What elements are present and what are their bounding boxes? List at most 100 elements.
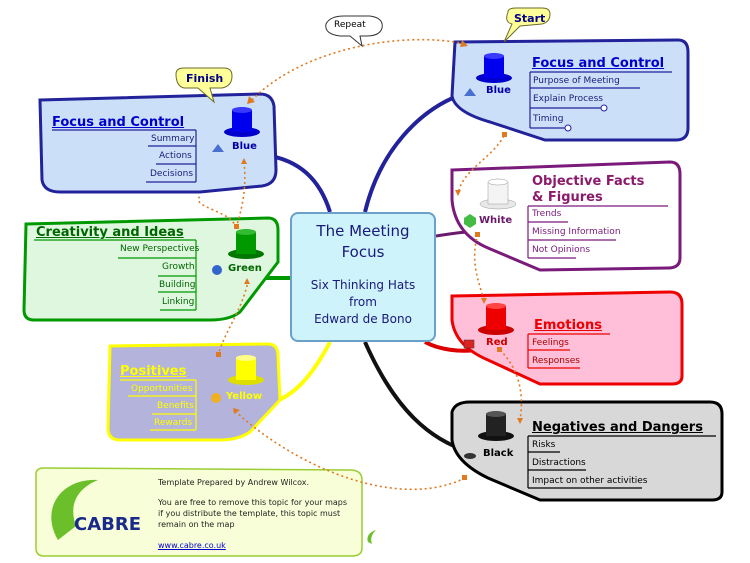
timing-expand-icon-2[interactable]: [564, 124, 572, 132]
list-item[interactable]: New Perspectives: [120, 244, 200, 254]
yellow-hat-label: Yellow: [226, 391, 263, 402]
green-hat-label: Green: [228, 263, 262, 274]
list-item[interactable]: Growth: [162, 262, 195, 272]
white-title-line1: Objective Facts: [532, 174, 645, 189]
finish-callout: Finish: [186, 72, 224, 85]
hat-blue-finish-icon: [224, 107, 260, 137]
black-hat-label: Black: [483, 448, 514, 459]
central-title-line1: The Meeting: [316, 222, 410, 240]
red-hat-label: Red: [486, 337, 508, 348]
arrow-dot: [234, 224, 239, 229]
yellow-title: Positives: [120, 364, 187, 379]
connector-blue-start: [363, 93, 461, 213]
green-marker-icon: [212, 265, 222, 275]
hat-red-icon: [478, 303, 514, 335]
box-blue-start: [450, 38, 690, 142]
footer-link[interactable]: www.cabre.co.uk: [158, 541, 226, 550]
finish-bubble: [175, 67, 233, 104]
list-item[interactable]: Opportunities: [131, 384, 193, 394]
list-item[interactable]: Building: [159, 280, 196, 290]
repeat-callout: Repeat: [334, 20, 366, 30]
arrow-white-to-red: [473, 233, 485, 301]
black-title: Negatives and Dangers: [532, 420, 703, 435]
green-title: Creativity and Ideas: [36, 225, 184, 240]
central-subtitle-line1: Six Thinking Hats: [310, 278, 416, 292]
list-item[interactable]: Timing: [533, 114, 564, 124]
box-green: [22, 216, 280, 322]
timing-expand-icon[interactable]: [600, 104, 608, 112]
arrow-dot: [502, 132, 507, 137]
hat-black-icon: [478, 411, 514, 441]
lines-blue-finish: [52, 129, 197, 183]
lines-white: [527, 205, 668, 259]
list-item[interactable]: Missing Information: [532, 227, 621, 237]
white-title-line2: & Figures: [532, 190, 603, 205]
arrow-head: [481, 298, 487, 304]
arrow-head: [460, 40, 468, 47]
list-item[interactable]: Purpose of Meeting: [533, 76, 620, 86]
repeat-bubble: [325, 15, 383, 48]
arrow-dot: [462, 475, 467, 480]
arrow-green-to-blue: [197, 161, 246, 229]
box-blue-finish: [38, 92, 278, 194]
blue-start-hat-label: Blue: [486, 85, 511, 96]
lines-red: [527, 333, 610, 369]
lines-blue-start: [529, 71, 672, 129]
list-item[interactable]: Benefits: [157, 401, 194, 411]
list-item[interactable]: Feelings: [532, 338, 569, 348]
cabre-logo-icon: [51, 479, 98, 540]
blue-finish-marker-icon: [212, 144, 224, 152]
box-white: [450, 160, 682, 272]
list-item[interactable]: Responses: [532, 356, 580, 366]
central-subtitle-line2: from: [349, 295, 377, 309]
list-item[interactable]: Not Opinions: [532, 245, 591, 255]
list-item[interactable]: Distractions: [532, 458, 586, 468]
list-item[interactable]: Impact on other activities: [532, 476, 648, 486]
list-item[interactable]: Explain Process: [533, 94, 603, 104]
footer-line1: Template Prepared by Andrew Wilcox.: [158, 478, 310, 487]
list-item[interactable]: Rewards: [154, 418, 193, 428]
list-item[interactable]: Actions: [159, 151, 192, 161]
hat-blue-start-icon: [476, 53, 512, 83]
footer-line4: remain on the map: [158, 520, 235, 529]
list-item[interactable]: Risks: [532, 440, 556, 450]
arrow-dot: [475, 232, 480, 237]
arrow-head: [244, 278, 250, 284]
red-title: Emotions: [534, 318, 602, 333]
red-marker-icon: [463, 339, 475, 349]
lines-yellow: [120, 379, 197, 431]
arrow-dot: [497, 347, 502, 352]
hat-yellow-icon: [228, 355, 264, 385]
arrow-head: [241, 158, 247, 164]
blue-marker-icon: [464, 88, 476, 96]
box-footer: [35, 467, 363, 557]
arrow-yellow-to-green: [217, 281, 249, 357]
arrow-head: [247, 96, 255, 104]
start-callout: Start: [514, 12, 546, 25]
box-black: [450, 400, 724, 502]
list-item[interactable]: Summary: [151, 134, 195, 144]
white-marker-icon: [464, 214, 476, 228]
arrow-head: [233, 408, 240, 414]
list-item[interactable]: Trends: [532, 209, 562, 219]
white-hat-label: White: [479, 215, 513, 226]
arrow-dot: [216, 352, 221, 357]
blue-finish-title: Focus and Control: [52, 115, 185, 130]
hat-green-icon: [228, 229, 264, 259]
lines-green: [34, 239, 197, 311]
arrow-repeat: [251, 38, 467, 101]
footer-line2: You are free to remove this topic for yo…: [158, 498, 348, 507]
central-subtitle-line3: Edward de Bono: [314, 312, 412, 326]
cabre-logo-icon-2: [367, 530, 376, 544]
lines-black: [527, 435, 716, 489]
arrow-head: [455, 190, 461, 196]
blue-finish-hat-label: Blue: [232, 141, 257, 152]
central-title-line2: Focus: [341, 243, 385, 261]
cabre-logo-text: CABRE: [74, 514, 142, 535]
list-item[interactable]: Linking: [162, 297, 195, 307]
list-item[interactable]: Decisions: [150, 169, 194, 179]
footer-line3: if you distribute the template, this top…: [158, 509, 341, 518]
